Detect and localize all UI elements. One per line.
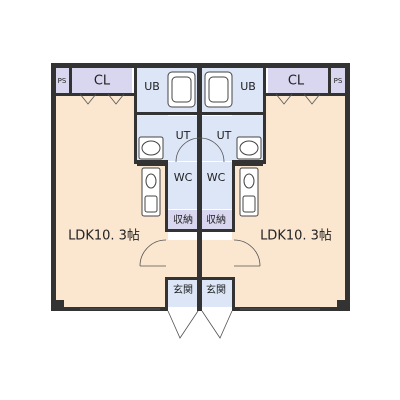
labels-right: PS CL UB UT WC 収納 LDK10. 3帖 玄関: [206, 74, 343, 297]
door-swing-ldk-right: [233, 239, 261, 267]
wall-wc-right: [232, 160, 235, 232]
storage-left: [168, 210, 199, 230]
wall-party: [197, 63, 202, 311]
door-swing-entrance-left: [167, 310, 199, 339]
wall-ut-left-bottom: [134, 160, 168, 163]
cl-door-left-2: [107, 93, 125, 105]
wall-entrance-left-top: [165, 277, 198, 280]
label-ub-right: UB: [240, 80, 256, 93]
wall-ut-right-bottom: [232, 160, 266, 163]
wall-ps-right: [328, 68, 331, 94]
label-storage-left: 収納: [173, 213, 193, 226]
storage-right: [201, 210, 232, 230]
entrance-left: [168, 280, 199, 307]
wall-wc-left: [165, 160, 168, 232]
ps-shaft-left: [55, 68, 70, 95]
wall-core-right: [263, 68, 266, 164]
cl-door-right-1: [275, 93, 293, 105]
door-swing-ldk-left: [139, 239, 167, 267]
door-swing-ut: [175, 137, 225, 163]
label-storage-right: 収納: [206, 213, 226, 226]
wall-core-left: [134, 68, 137, 164]
counter-right: [242, 195, 256, 213]
label-wc-left: WC: [174, 171, 193, 184]
counter-left: [144, 195, 158, 213]
bathtub-left-inner: [171, 76, 192, 103]
wall-entrance-right-top: [202, 277, 235, 280]
label-ldk-left: LDK10. 3帖: [68, 229, 140, 244]
labels-left: PS CL UB UT WC 収納 LDK10. 3帖 玄関: [58, 74, 193, 297]
label-ub-left: UB: [144, 80, 160, 93]
label-ps-right: PS: [334, 77, 343, 85]
closet-left: [72, 68, 132, 95]
door-swing-entrance-right: [201, 310, 233, 339]
cl-door-right-2: [303, 93, 321, 105]
label-ut-right: UT: [217, 129, 232, 142]
door-swings: [79, 93, 321, 339]
bathtub-right-inner: [208, 76, 229, 103]
toilet-right: [243, 173, 255, 189]
wall-ub-left: [137, 112, 197, 115]
fixtures: [138, 71, 262, 217]
wall-storage-left-bottom: [165, 229, 198, 232]
wall-fixture-left: [137, 163, 165, 166]
label-ldk-right: LDK10. 3帖: [260, 229, 332, 244]
wc-left: [168, 162, 199, 209]
label-entrance-right: 玄関: [206, 283, 226, 296]
sink-right-bowl: [239, 140, 259, 156]
toilet-left: [145, 173, 157, 189]
label-ps-left: PS: [58, 77, 67, 85]
wall-entrance-left: [165, 278, 168, 311]
column-right: [337, 300, 345, 308]
sink-left-bowl: [141, 140, 161, 156]
entrance-right: [201, 280, 232, 307]
wall-ub-right: [202, 112, 263, 115]
wall-entrance-right: [232, 278, 235, 311]
wall-storage-right-bottom: [202, 229, 235, 232]
label-cl-left: CL: [94, 74, 111, 89]
ps-shaft-right: [330, 68, 345, 95]
wall-ps-left: [69, 68, 72, 94]
label-entrance-left: 玄関: [173, 283, 193, 296]
label-wc-right: WC: [207, 171, 226, 184]
closet-right: [268, 68, 328, 95]
wall-right: [345, 63, 350, 311]
wall-fixture-right: [235, 163, 263, 166]
wc-right: [201, 162, 232, 209]
column-left: [56, 300, 64, 308]
wall-left: [51, 63, 56, 311]
label-cl-right: CL: [288, 74, 305, 89]
walls: [51, 63, 350, 311]
cl-door-left-1: [79, 93, 97, 105]
label-ut-left: UT: [176, 129, 191, 142]
